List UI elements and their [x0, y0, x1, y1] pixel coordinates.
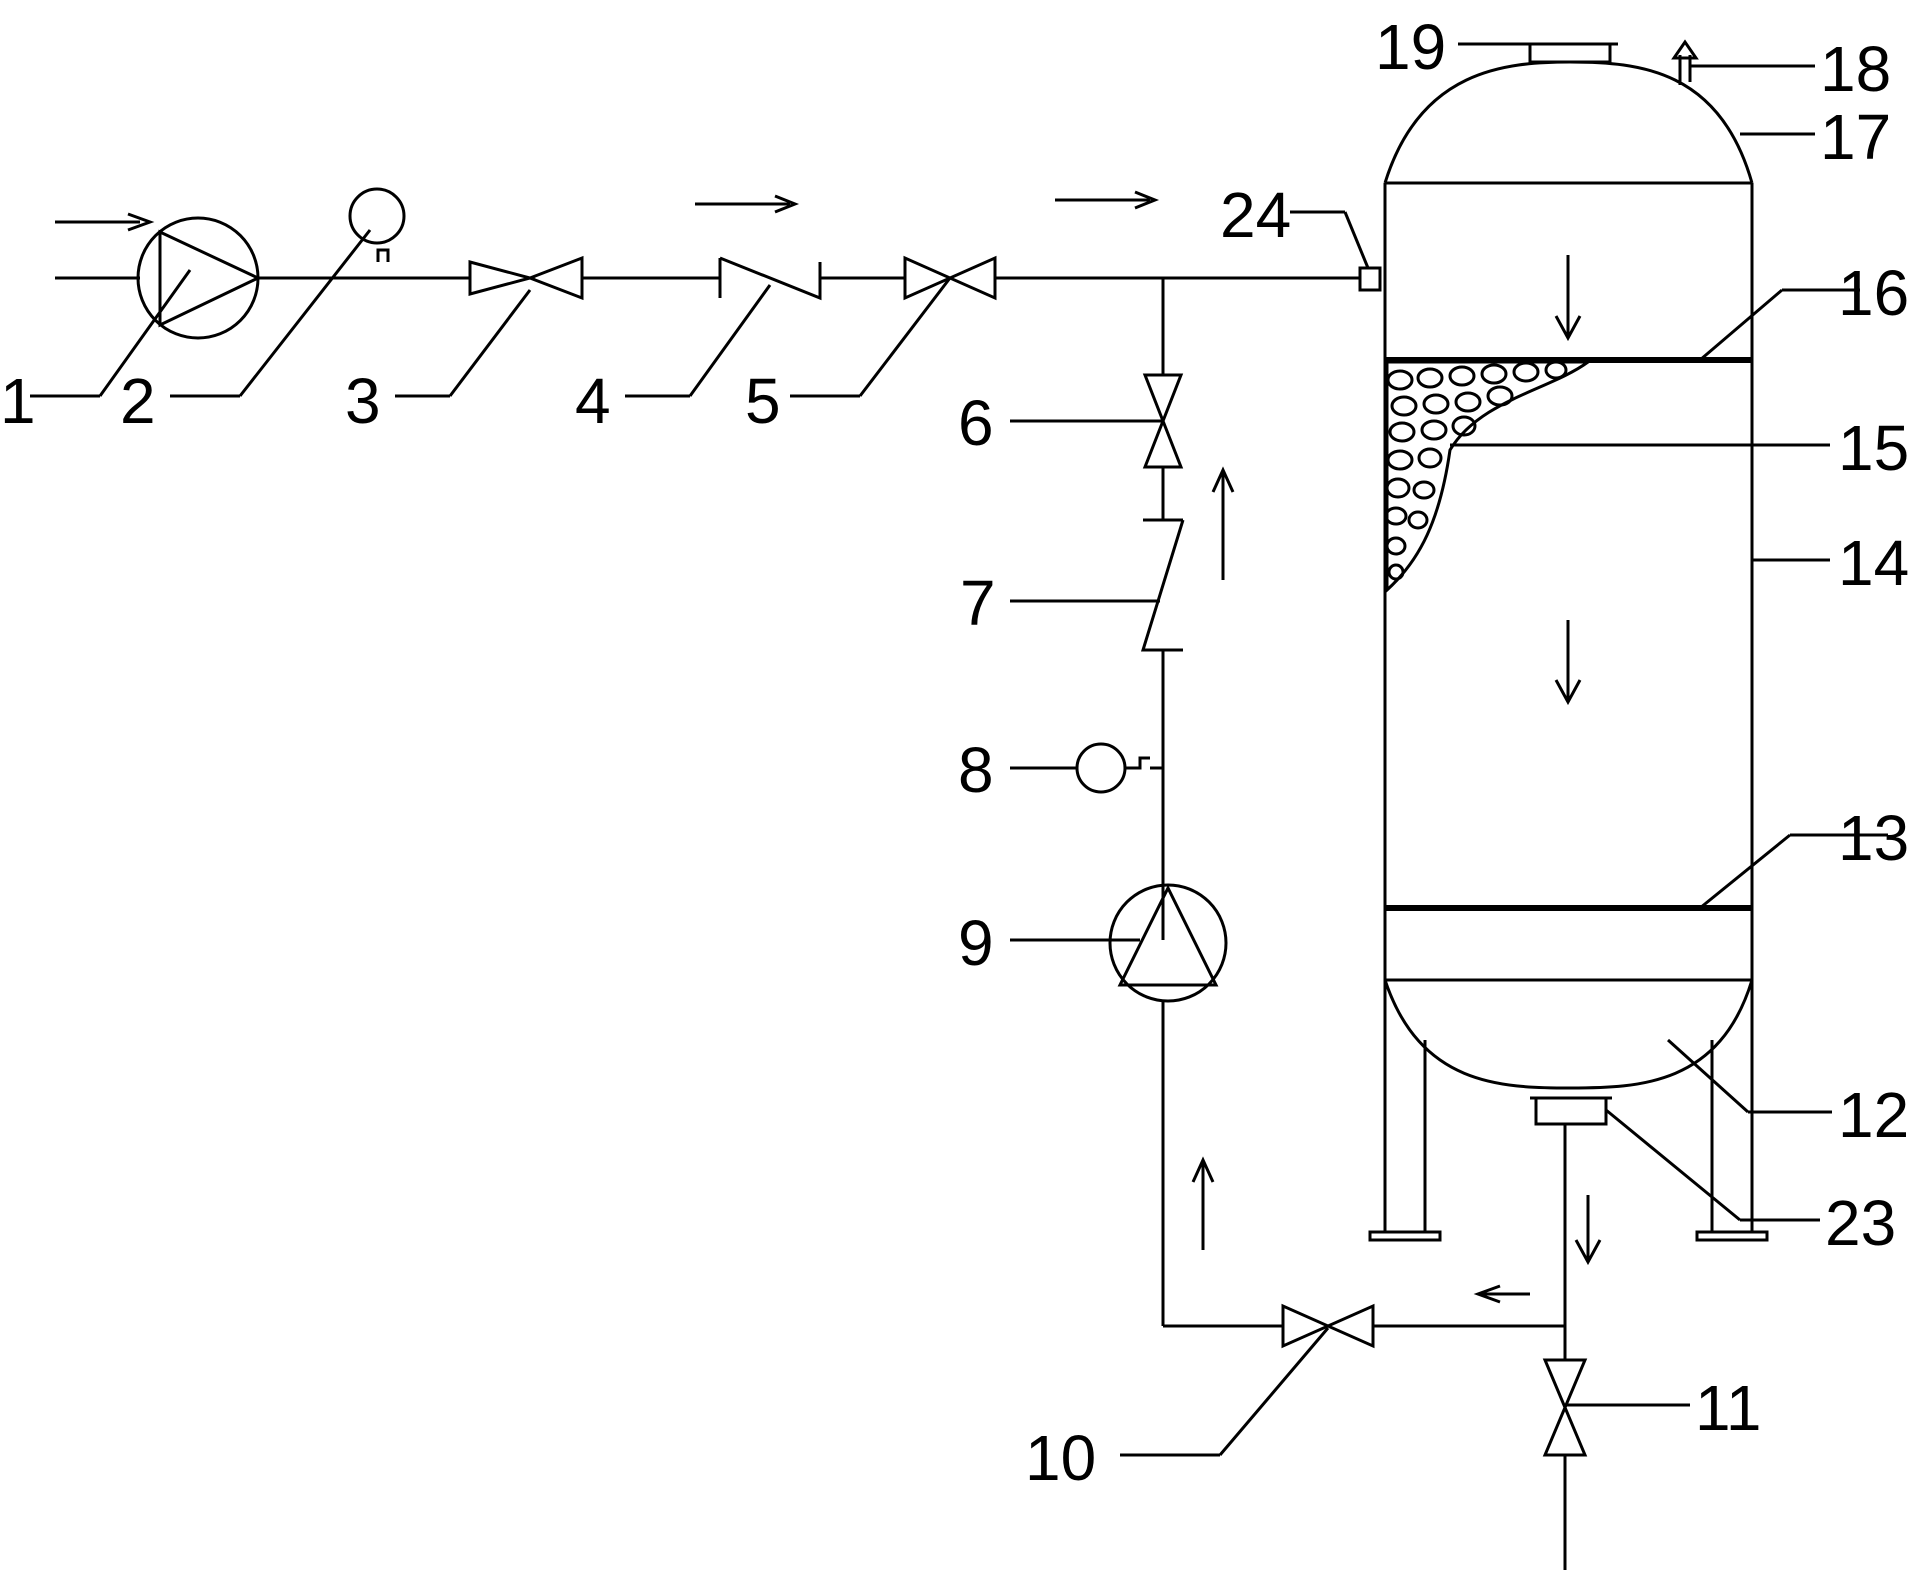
label-18: 18: [1820, 33, 1891, 105]
flow-arrow-icon: [1191, 1156, 1215, 1183]
label-8: 8: [958, 734, 994, 806]
flow-arrow-icon: [1211, 466, 1235, 493]
packing-ring: [1385, 477, 1411, 499]
label-11: 11: [1695, 1372, 1761, 1444]
inlet-nozzle-24: [1358, 266, 1382, 292]
pressure-gauge-icon: [348, 187, 406, 245]
flow-arrow-icon: [1671, 39, 1699, 60]
valve-body-right: [525, 255, 584, 301]
leg-foot-left: [1368, 1230, 1442, 1242]
label-13: 13: [1838, 802, 1909, 874]
valve-5: [903, 255, 1360, 301]
valve-icon: [903, 255, 997, 301]
leader-4-diag: [688, 284, 772, 397]
leader-23-diag: [1605, 1108, 1741, 1222]
leader-2-diag: [238, 229, 372, 397]
packing-ring: [1420, 419, 1448, 441]
packing-ring: [1454, 391, 1482, 413]
pressure-gauge-2: [348, 187, 406, 262]
label-9: 9: [958, 907, 994, 979]
packing-ring: [1416, 367, 1444, 389]
packing-ring: [1412, 480, 1436, 500]
label-12: 12: [1838, 1079, 1909, 1151]
label-17: 17: [1820, 101, 1891, 173]
packing-ring: [1480, 363, 1508, 385]
flow-arrow-icon: [1574, 1239, 1602, 1266]
label-15: 15: [1838, 412, 1909, 484]
flow-arrow-icon: [1473, 1284, 1501, 1304]
flow-arrow-icon: [774, 194, 800, 214]
valve-3: [468, 255, 720, 301]
leader-16-diag: [1699, 288, 1783, 362]
pump-impeller-triangle: [1117, 884, 1219, 987]
recirculation-line: [1075, 278, 1565, 1349]
flow-arrow-icon: [127, 212, 155, 232]
check-valve-flap: [719, 256, 822, 301]
label-3: 3: [345, 365, 381, 437]
vessel-legs: [1368, 980, 1769, 1242]
leader-24-diag: [1343, 211, 1370, 269]
leg-foot-right: [1695, 1230, 1769, 1242]
component-labels: 1 2 3 4 5 6 7 8 9 10 11 12 13 14 15 16 1…: [0, 11, 1909, 1494]
valve-icon: [1142, 373, 1184, 469]
leader-13-diag: [1699, 833, 1791, 910]
leader-3-diag: [448, 289, 532, 397]
bottom-head-12: [1383, 979, 1754, 1090]
label-7: 7: [960, 567, 996, 639]
leader-5-diag: [858, 277, 952, 397]
valve-icon: [1281, 1303, 1375, 1349]
check-valve-icon: [1140, 519, 1185, 652]
flow-arrow-icon: [1134, 190, 1160, 210]
packing-ring: [1385, 536, 1407, 556]
packing-ring: [1388, 421, 1416, 443]
valve-icon: [1542, 1358, 1588, 1457]
label-14: 14: [1838, 527, 1909, 599]
packing-media-icon: [1385, 360, 1593, 594]
packing-ring: [1512, 361, 1540, 383]
main-flow-arrows: [695, 190, 1160, 214]
packing-ring: [1390, 395, 1418, 417]
pressure-gauge-icon: [1075, 742, 1127, 794]
label-2: 2: [120, 365, 156, 437]
label-5: 5: [745, 365, 781, 437]
packing-ring: [1422, 393, 1450, 415]
packing-ring: [1386, 449, 1414, 471]
flow-arrow-icon: [1554, 315, 1582, 342]
packing-ring: [1448, 365, 1476, 387]
flow-arrow-icon: [1554, 679, 1582, 706]
label-23: 23: [1825, 1187, 1896, 1259]
inlet-pump-group: [55, 212, 470, 340]
pump-impeller-triangle: [158, 229, 262, 328]
vessel: [1368, 39, 1769, 1570]
bottom-nozzle-23: [1534, 1096, 1608, 1126]
label-24: 24: [1220, 179, 1291, 251]
packing-ring: [1386, 369, 1414, 391]
label-4: 4: [575, 365, 611, 437]
top-nozzle-19: [1528, 42, 1612, 64]
packing-ring: [1417, 447, 1443, 469]
packing-ring: [1451, 415, 1477, 437]
packing-media-15: [1384, 360, 1593, 594]
label-10: 10: [1025, 1422, 1096, 1494]
leader-1-diag: [98, 269, 192, 397]
leader-12-diag: [1666, 1038, 1750, 1114]
packing-ring: [1544, 360, 1568, 380]
leader-10-diag: [1218, 1327, 1330, 1456]
check-valve-4: [718, 256, 905, 301]
packing-ring: [1407, 510, 1429, 530]
packing-ring: [1486, 385, 1514, 407]
label-6: 6: [958, 387, 994, 459]
valve-icon: [468, 260, 536, 296]
packing-ring: [1384, 506, 1408, 526]
label-16: 16: [1838, 257, 1909, 329]
gauge-tap: [376, 248, 390, 262]
label-1: 1: [0, 365, 36, 437]
leader-lines: [30, 42, 1888, 1457]
packing-ring: [1387, 563, 1405, 581]
label-19: 19: [1375, 11, 1446, 83]
gauge-tap: [1125, 756, 1150, 770]
